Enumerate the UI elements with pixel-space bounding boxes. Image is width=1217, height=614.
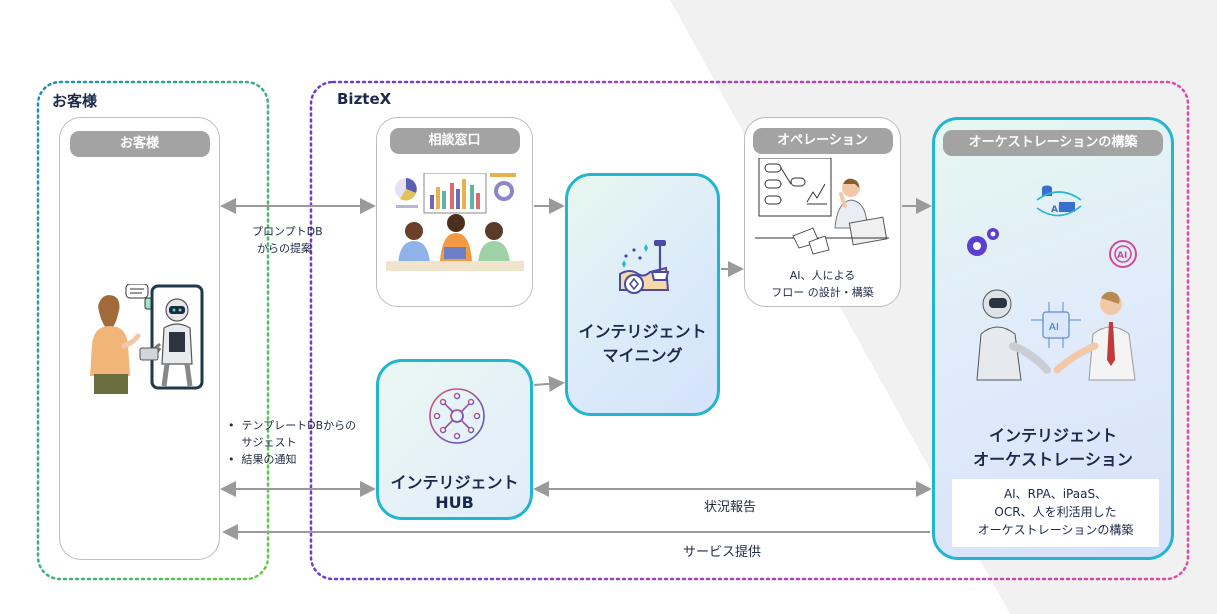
orchestration-title-line1: インテリジェント: [988, 426, 1117, 445]
api-icon-label: API: [1051, 205, 1068, 215]
intelligent-mining-card: インテリジェント マイニング: [565, 173, 720, 416]
gear-icon: [967, 228, 999, 256]
customer-region-label: お客様: [52, 92, 98, 110]
bullet-1: •: [228, 419, 235, 432]
orchestration-desc-line2: OCR、人を利活用した: [994, 505, 1117, 519]
template-item1-line2: サジェスト: [241, 436, 297, 449]
orchestration-illustration: API AI AI: [967, 185, 1137, 381]
customer-card: お客様: [59, 117, 220, 560]
intelligent-mining-title-line1: インテリジェント: [578, 322, 707, 341]
status-report-label: 状況報告: [704, 500, 757, 515]
hub-network-icon: [429, 388, 485, 444]
service-provision-label: サービス提供: [683, 545, 762, 560]
intelligent-hub-title-line1: インテリジェント: [390, 473, 519, 492]
ai-gear-icon: AI: [1109, 240, 1137, 268]
intelligent-hub-card: インテリジェント HUB: [376, 359, 533, 520]
prompt-db-label-line2: からの提案: [257, 242, 312, 255]
operation-card-title: オペレーション: [752, 128, 893, 154]
intelligent-mining-title-line2: マイニング: [602, 346, 683, 365]
customer-robot-illustration: [90, 284, 204, 394]
customer-region-border: [36, 80, 270, 581]
orchestration-description-box: AI、RPA、iPaaS、 OCR、人を利活用した オーケストレーションの構築: [952, 479, 1159, 547]
hub-mining-arrow: [533, 375, 565, 392]
operation-card: オペレーション AI、人による フロー の設計・構築: [744, 117, 901, 307]
prompt-db-label-line1: プロンプトDB: [252, 225, 323, 238]
intelligent-hub-title-line2: HUB: [435, 493, 474, 512]
meeting-illustration: [386, 173, 524, 271]
biztex-region-label: BizteX: [337, 90, 392, 108]
mining-shovel-icon: [619, 240, 670, 294]
operation-illustration: [755, 158, 889, 255]
template-item1-line1: テンプレートDBからの: [241, 419, 357, 432]
bullet-2: •: [228, 453, 235, 466]
customer-card-title: お客様: [69, 131, 210, 157]
operation-caption-line2: フロー の設計・構築: [771, 286, 874, 299]
orchestration-card-header: オーケストレーションの構築: [943, 130, 1163, 156]
orchestration-desc-line1: AI、RPA、iPaaS、: [1003, 487, 1108, 501]
template-item2: 結果の通知: [241, 453, 297, 466]
orchestration-desc-line3: オーケストレーションの構築: [977, 523, 1134, 537]
orchestration-title-line2: オーケストレーション: [973, 450, 1133, 469]
template-db-list: • テンプレートDBからの サジェスト • 結果の通知: [228, 417, 356, 468]
ai-chip-label: AI: [1049, 322, 1059, 333]
consultation-card: 相談窓口: [376, 117, 533, 307]
orchestration-card: オーケストレーションの構築 API AI AI: [932, 117, 1174, 560]
operation-caption-line1: AI、人による: [789, 269, 856, 282]
biztex-region-border: [309, 80, 1190, 581]
ai-gear-label: AI: [1117, 251, 1127, 261]
consultation-card-title: 相談窓口: [389, 128, 520, 154]
